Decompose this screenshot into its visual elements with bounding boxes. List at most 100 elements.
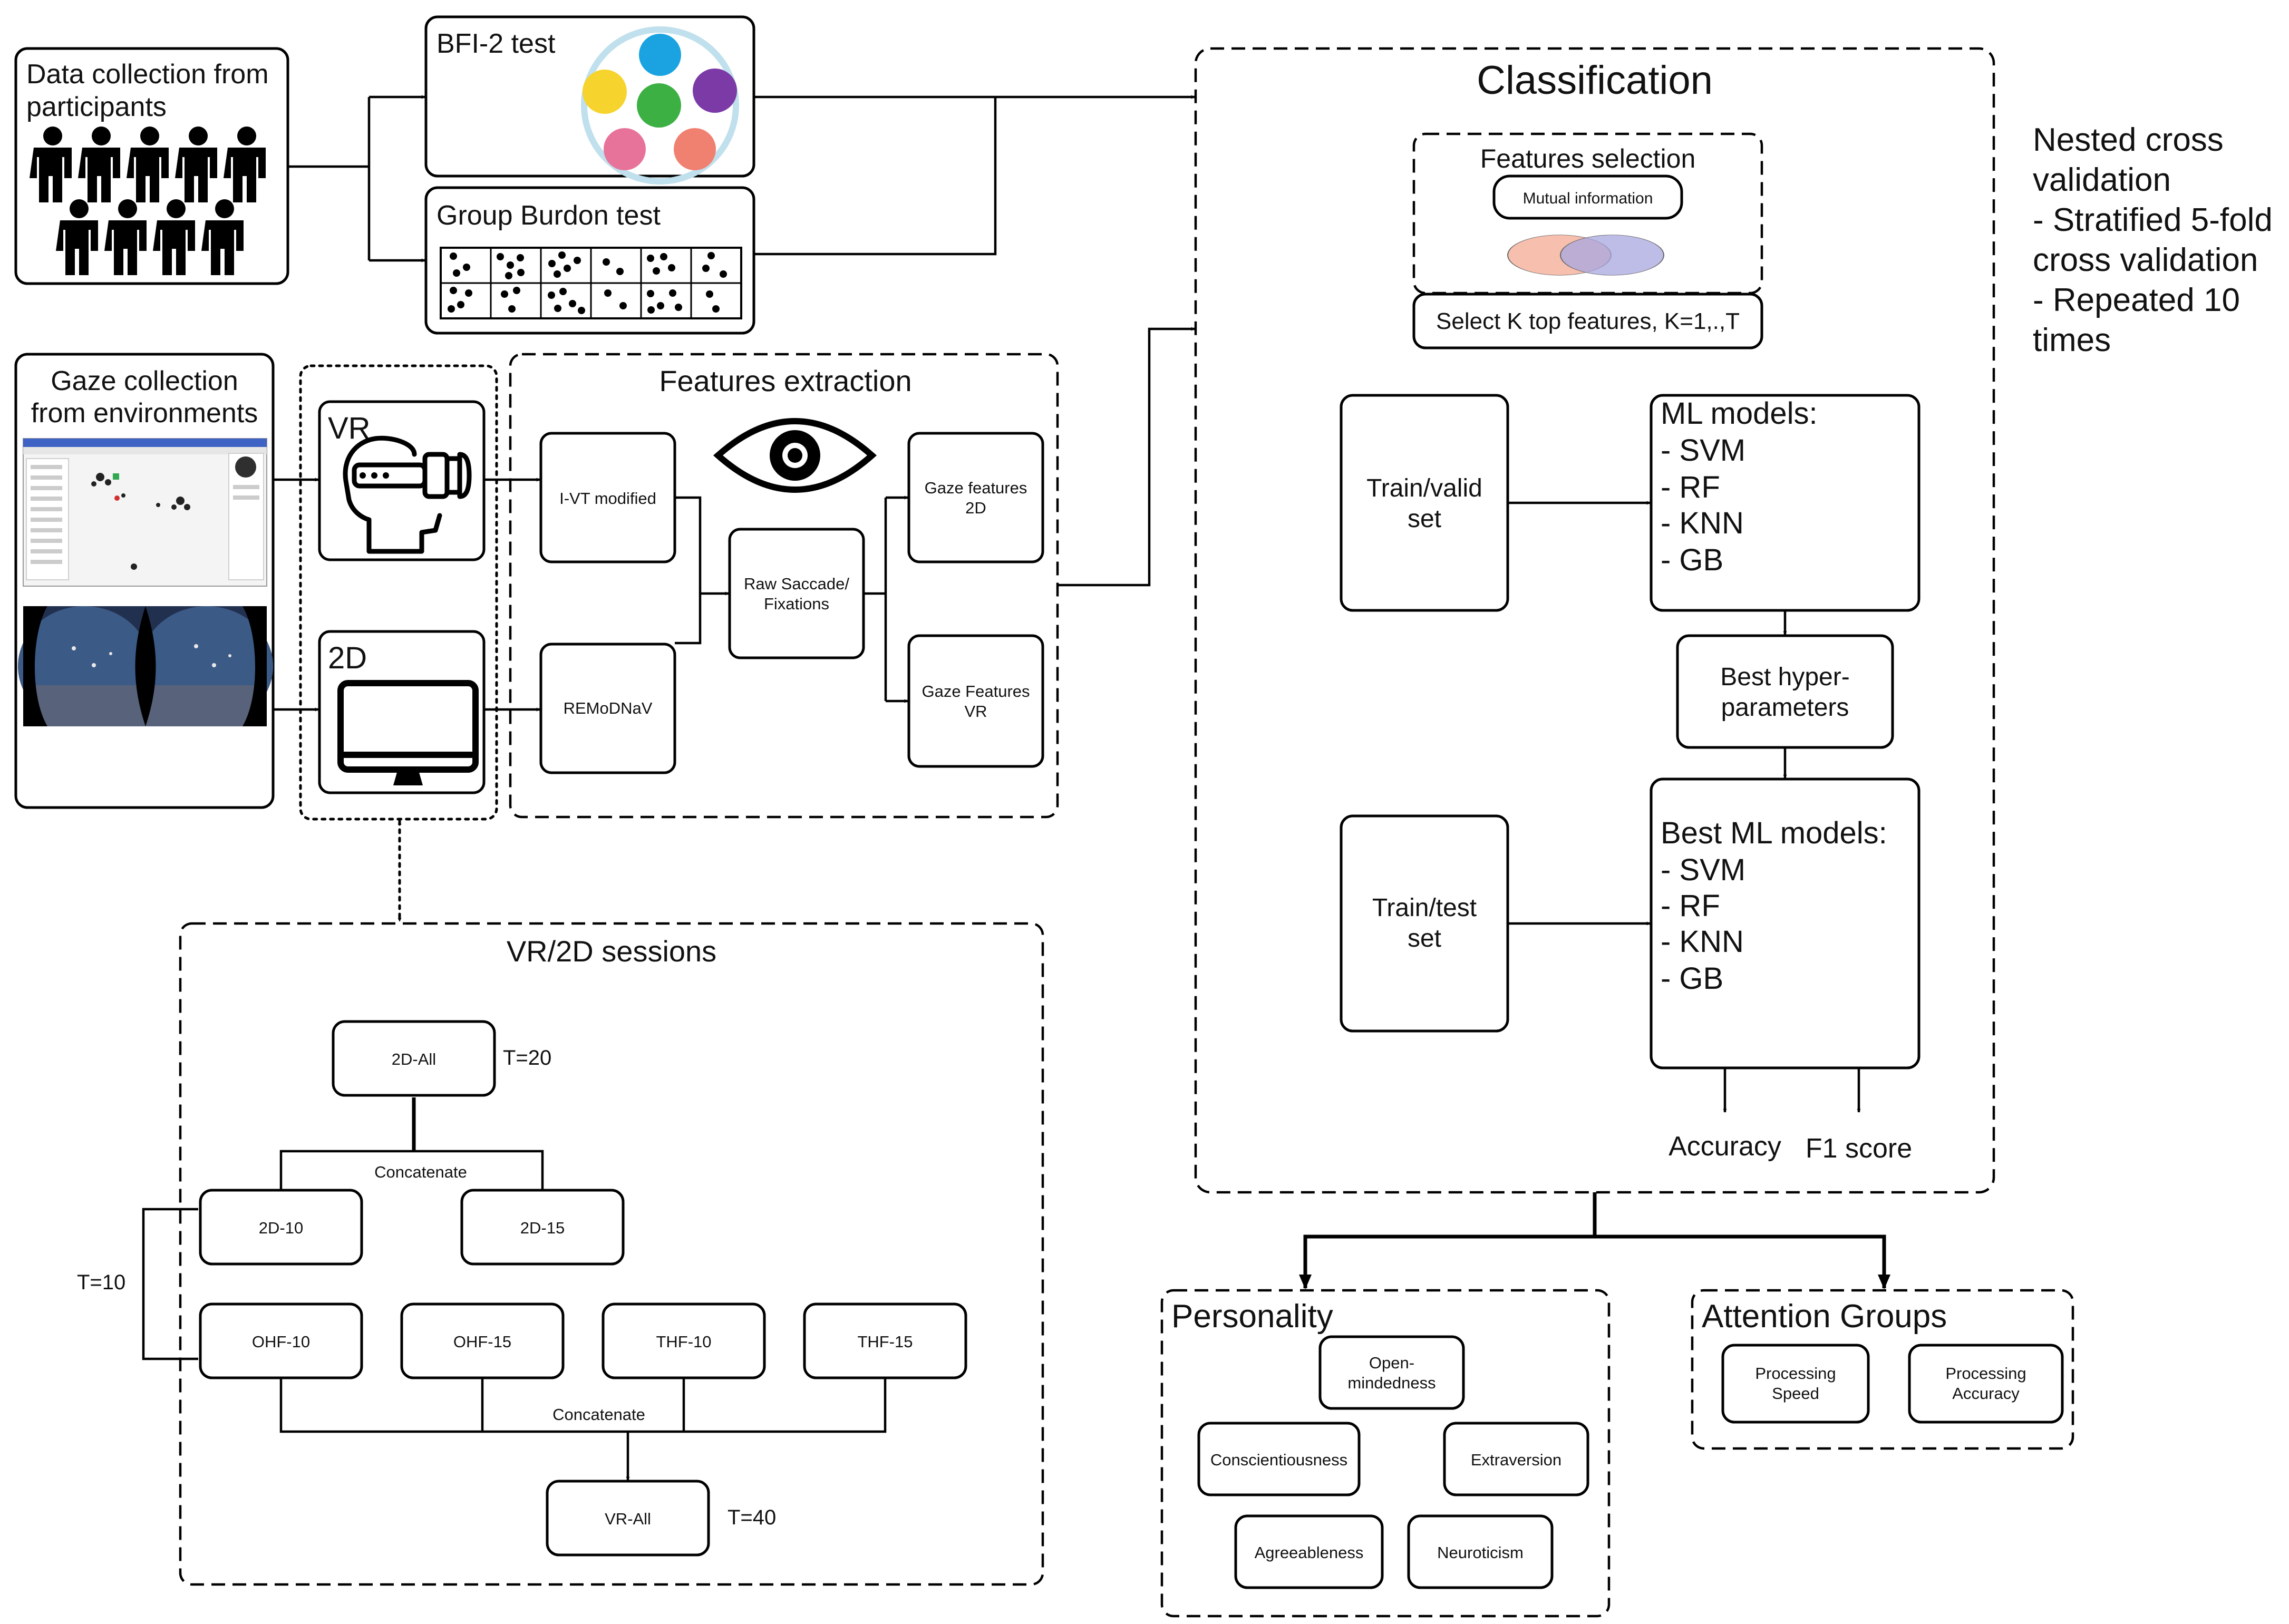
monitor-icon: [337, 680, 479, 785]
f1-score-label: F1 score: [1806, 1133, 1912, 1164]
nested-cv-note: Nested cross validation - Stratified 5-f…: [2033, 122, 2273, 358]
thf-15-box: THF-15: [803, 1302, 967, 1379]
features-extraction-title: Features extraction: [659, 364, 911, 397]
gaze-features-vr-box: Gaze Features VR: [907, 634, 1044, 768]
gaze-features-2d-line2: 2D: [965, 499, 986, 517]
processing-accuracy-box: Processing Accuracy: [1908, 1344, 2064, 1424]
nested-cv-line1: Nested cross: [2033, 122, 2224, 158]
personality-title: Personality: [1171, 1298, 1333, 1335]
connectors: [142, 95, 1890, 1481]
select-k-top-features-label: Select K top features, K=1,.,T: [1436, 308, 1740, 334]
train-test-line1: Train/test: [1372, 894, 1477, 922]
best-ml-models-box: Best ML models: - SVM - RF - KNN - GB: [1650, 777, 1921, 1069]
classification-title: Classification: [1477, 58, 1713, 103]
raw-saccade-line2: Fixations: [764, 595, 829, 613]
agreeableness-label: Agreeableness: [1255, 1543, 1364, 1562]
attention-groups-outline: [1691, 1289, 2074, 1450]
burdon-grid: [440, 247, 742, 319]
open-mindedness-line2: mindedness: [1347, 1374, 1436, 1392]
ohf-15-label: OHF-15: [453, 1333, 511, 1351]
extraversion-box: Extraversion: [1443, 1422, 1589, 1496]
ml-models-knn: - KNN: [1661, 506, 1744, 540]
mutual-information-box: Mutual information: [1492, 174, 1683, 220]
ml-models-gb: - GB: [1661, 543, 1723, 577]
best-hyper-line2: parameters: [1721, 694, 1849, 722]
processing-accuracy-line1: Processing: [1945, 1364, 2026, 1383]
vr-all-box: VR-All: [546, 1480, 710, 1557]
gaze-features-2d-line1: Gaze features: [925, 479, 1027, 497]
conscientiousness-box: Conscientiousness: [1197, 1422, 1361, 1496]
nested-cv-line5: - Repeated 10: [2033, 282, 2240, 318]
participants-box: Data collection from participants: [14, 47, 289, 285]
person-icon: [56, 199, 98, 275]
big-five-circle-diagram: [581, 26, 739, 184]
group-burdon-test-box: Group Burdon test: [424, 186, 755, 335]
best-ml-models-rf: - RF: [1661, 889, 1720, 923]
train-valid-line1: Train/valid: [1366, 474, 1482, 502]
person-icon: [30, 127, 72, 202]
personality-outline: [1160, 1289, 1611, 1618]
bfi-test-box: BFI-2 test: [424, 15, 755, 184]
bfi-test-label: BFI-2 test: [437, 28, 556, 59]
train-valid-line2: set: [1408, 505, 1441, 533]
neuroticism-label: Neuroticism: [1437, 1543, 1524, 1562]
mutual-information-venn-icon: [1507, 235, 1664, 276]
best-ml-models-gb: - GB: [1661, 961, 1723, 996]
person-icon: [224, 127, 266, 202]
ohf-10-box: OHF-10: [199, 1302, 363, 1379]
ohf-15-box: OHF-15: [400, 1302, 565, 1379]
vr-device-box: VR: [318, 400, 486, 561]
accuracy-label: Accuracy: [1669, 1131, 1781, 1162]
best-ml-models-title: Best ML models:: [1661, 816, 1887, 850]
raw-saccade-line1: Raw Saccade/: [744, 575, 849, 593]
agreeableness-box: Agreeableness: [1234, 1514, 1384, 1589]
person-icon: [175, 127, 217, 202]
eye-icon: [713, 418, 877, 493]
thf-10-label: THF-10: [656, 1333, 711, 1351]
ml-models-svm: - SVM: [1661, 433, 1745, 468]
gaze-collection-title-line2: from environments: [31, 398, 258, 429]
train-valid-set-box: Train/valid set: [1340, 394, 1509, 612]
remodnav-label: REMoDNaV: [564, 699, 653, 717]
train-test-set-box: Train/test set: [1340, 814, 1509, 1033]
best-ml-models-knn: - KNN: [1661, 925, 1744, 959]
extraversion-label: Extraversion: [1471, 1451, 1561, 1469]
nested-cv-line3: - Stratified 5-fold: [2033, 202, 2273, 238]
2d-device-label: 2D: [328, 641, 367, 675]
t40-label: T=40: [728, 1506, 776, 1529]
ml-models-box: ML models: - SVM - RF - KNN - GB: [1650, 394, 1921, 612]
sessions-outline: [179, 922, 1044, 1586]
devices-group-outline: [299, 364, 498, 821]
select-k-top-features-box: Select K top features, K=1,.,T: [1412, 293, 1763, 349]
nested-cv-line2: validation: [2033, 162, 2171, 198]
vr-headset-icon: [343, 435, 472, 554]
person-icon: [78, 127, 120, 202]
sessions-title: VR/2D sessions: [507, 935, 716, 968]
train-test-line2: set: [1408, 925, 1441, 952]
remodnav-box: REMoDNaV: [539, 643, 676, 774]
2d-environment-screenshot: [23, 438, 267, 587]
vr-all-label: VR-All: [605, 1510, 651, 1528]
t10-label: T=10: [77, 1271, 125, 1294]
2d-all-box: 2D-All: [332, 1020, 496, 1097]
conscientiousness-label: Conscientiousness: [1210, 1451, 1347, 1469]
features-selection-title: Features selection: [1480, 144, 1696, 173]
processing-accuracy-line2: Accuracy: [1952, 1384, 2020, 1403]
ivt-modified-label: I-VT modified: [559, 489, 656, 508]
ml-models-rf: - RF: [1661, 470, 1720, 504]
person-icon: [153, 199, 195, 275]
2d-10-label: 2D-10: [259, 1219, 303, 1237]
attention-groups-title: Attention Groups: [1702, 1298, 1947, 1335]
2d-device-box: 2D: [318, 630, 486, 794]
gaze-features-vr-line1: Gaze Features: [922, 682, 1030, 701]
ohf-10-label: OHF-10: [252, 1333, 310, 1351]
2d-all-label: 2D-All: [392, 1050, 436, 1068]
thf-15-label: THF-15: [857, 1333, 913, 1351]
group-burdon-test-label: Group Burdon test: [437, 200, 661, 231]
mutual-information-label: Mutual information: [1523, 190, 1653, 207]
concatenate-top-label: Concatenate: [374, 1163, 467, 1181]
2d-15-label: 2D-15: [520, 1219, 565, 1237]
gaze-features-2d-box: Gaze features 2D: [907, 432, 1044, 563]
participants-title-line2: participants: [26, 92, 167, 122]
